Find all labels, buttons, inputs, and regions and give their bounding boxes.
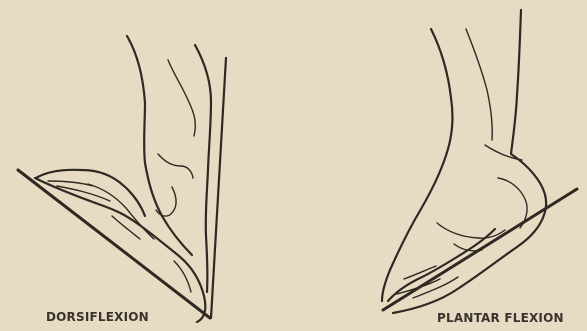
dorsiflexion-label: DORSIFLEXION — [46, 310, 149, 324]
plantar-tendon — [466, 29, 492, 140]
plantar-flexion-label: PLANTAR FLEXION — [437, 311, 564, 325]
plantar-baseline — [383, 189, 577, 310]
dorsiflexion-toe-line-2 — [48, 181, 93, 186]
plantar-leg-back-heel — [393, 10, 546, 313]
right-foot-plantar-flexion — [382, 10, 577, 313]
dorsiflexion-vertical-line — [211, 58, 226, 318]
left-foot-dorsiflexion — [18, 36, 226, 322]
dorsiflexion-forefoot — [36, 170, 145, 216]
dorsiflexion-tendon — [168, 60, 195, 136]
dorsiflexion-ankle-mark — [158, 154, 193, 178]
plantar-heel-curve — [498, 178, 527, 228]
plantar-leg-front — [382, 29, 452, 301]
dorsiflexion-leg-back — [195, 45, 211, 292]
